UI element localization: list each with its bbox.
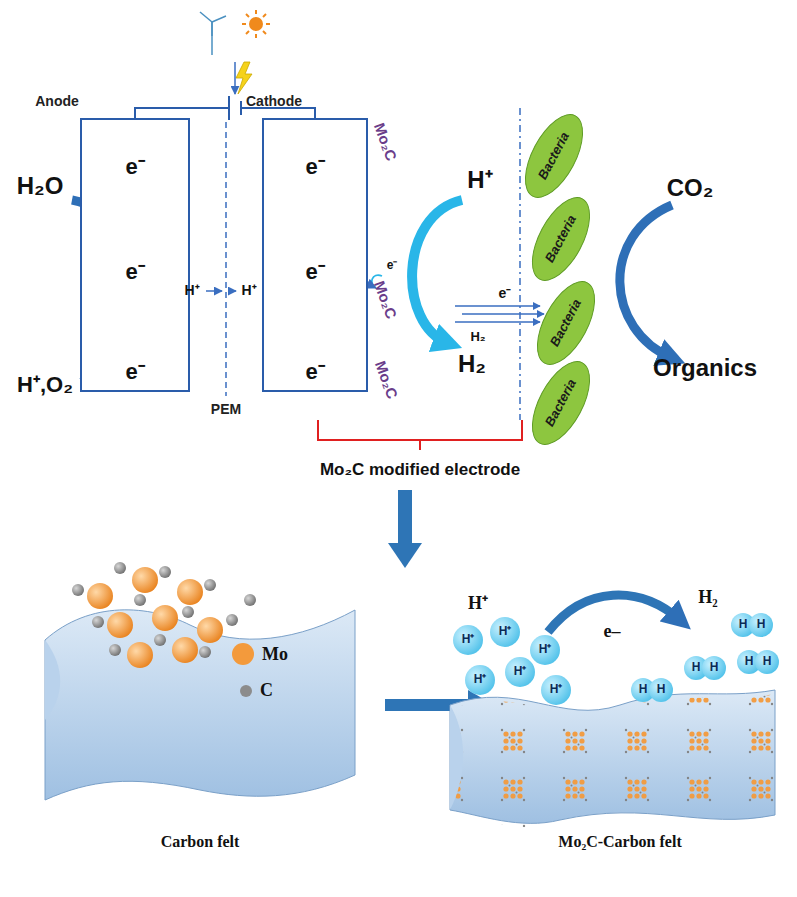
hydrogen-molecule: HH bbox=[737, 650, 779, 674]
bacteria-label: Bacteria bbox=[536, 130, 573, 182]
proton-bubble: H⁺ bbox=[465, 665, 495, 695]
proton-bubble: H⁺ bbox=[453, 625, 483, 655]
electron-symbol: e⁻ bbox=[125, 155, 144, 179]
legend-entry: Mo bbox=[232, 643, 288, 665]
bacteria-label: Bacteria bbox=[543, 213, 580, 265]
proton-bubble: H⁺ bbox=[490, 617, 520, 647]
membrane-label: PEM bbox=[211, 402, 241, 417]
legend-swatch bbox=[232, 643, 254, 665]
legend-swatch bbox=[240, 685, 252, 697]
hydrogen-molecule: HH bbox=[731, 613, 773, 637]
product-label: H⁺,O₂ bbox=[17, 373, 73, 397]
electron-symbol: e⁻ bbox=[305, 155, 324, 179]
electron-symbol: e⁻ bbox=[125, 260, 144, 284]
bacteria-cell: Bacteria bbox=[520, 188, 602, 290]
proton-label: H⁺ bbox=[462, 633, 475, 646]
circuit-wire bbox=[135, 108, 315, 118]
reactant-label: H₂O bbox=[17, 173, 64, 199]
atom-label: H bbox=[739, 618, 748, 631]
catalyst-label: Mo₂C bbox=[372, 359, 401, 401]
atom-label: H bbox=[757, 618, 766, 631]
legend-entry: C bbox=[240, 680, 273, 701]
catalyst-label: Mo₂C bbox=[371, 279, 400, 321]
reactant-label: CO₂ bbox=[667, 175, 714, 201]
legend-text: C bbox=[260, 680, 273, 701]
atom-label: H bbox=[639, 683, 648, 696]
hydrogen-molecule: HH bbox=[631, 678, 673, 702]
proton-label: H⁺ bbox=[241, 283, 256, 298]
product-label: Organics bbox=[653, 355, 757, 381]
proton-bubble: H⁺ bbox=[505, 657, 535, 687]
atom-label: H bbox=[745, 655, 754, 668]
electrode-box: Anodee⁻e⁻e⁻ bbox=[80, 118, 190, 392]
proton-label: H⁺ bbox=[499, 625, 512, 638]
panel-caption: Carbon felt bbox=[161, 833, 240, 851]
electron-label: e⁻ bbox=[499, 286, 512, 301]
hydrogen-label: H₂ bbox=[470, 330, 485, 344]
atom-label: H bbox=[692, 661, 701, 674]
proton-label: H⁺ bbox=[539, 643, 552, 656]
bacteria-label: Bacteria bbox=[543, 377, 580, 429]
panel-caption: Mo₂C-Carbon felt bbox=[558, 833, 681, 851]
electrode-label: Anode bbox=[35, 94, 79, 109]
bacteria-label: Bacteria bbox=[548, 297, 585, 349]
hydrogen-label: H₂ bbox=[458, 351, 486, 377]
bacteria-cell: Bacteria bbox=[520, 352, 602, 454]
proton-label: H⁺ bbox=[474, 673, 487, 686]
atom-label: H bbox=[657, 683, 666, 696]
proton-label: H⁺ bbox=[184, 283, 199, 298]
electron-label: e– bbox=[604, 622, 621, 642]
section-title: Mo₂C modified electrode bbox=[320, 461, 520, 480]
electron-label: e⁻ bbox=[387, 259, 398, 272]
bacteria-cell: Bacteria bbox=[513, 105, 595, 207]
bacteria-cell: Bacteria bbox=[525, 272, 607, 374]
proton-label: H⁺ bbox=[514, 665, 527, 678]
hydrogen-molecule: HH bbox=[684, 656, 726, 680]
atom-label: H bbox=[763, 655, 772, 668]
electron-symbol: e⁻ bbox=[125, 360, 144, 384]
atom-label: H bbox=[710, 661, 719, 674]
proton-label: H⁺ bbox=[468, 594, 488, 614]
hydrogen-label: H₂ bbox=[698, 588, 717, 608]
proton-label: H⁺ bbox=[550, 683, 563, 696]
legend-text: Mo bbox=[262, 644, 288, 665]
proton-label: H⁺ bbox=[467, 167, 492, 193]
electrode-box: Cathodee⁻e⁻e⁻ bbox=[262, 118, 368, 392]
electrode-label: Cathode bbox=[246, 94, 302, 109]
electron-symbol: e⁻ bbox=[305, 360, 324, 384]
catalyst-label: Mo₂C bbox=[371, 121, 400, 163]
proton-bubble: H⁺ bbox=[530, 635, 560, 665]
proton-bubble: H⁺ bbox=[541, 675, 571, 705]
electron-symbol: e⁻ bbox=[305, 260, 324, 284]
